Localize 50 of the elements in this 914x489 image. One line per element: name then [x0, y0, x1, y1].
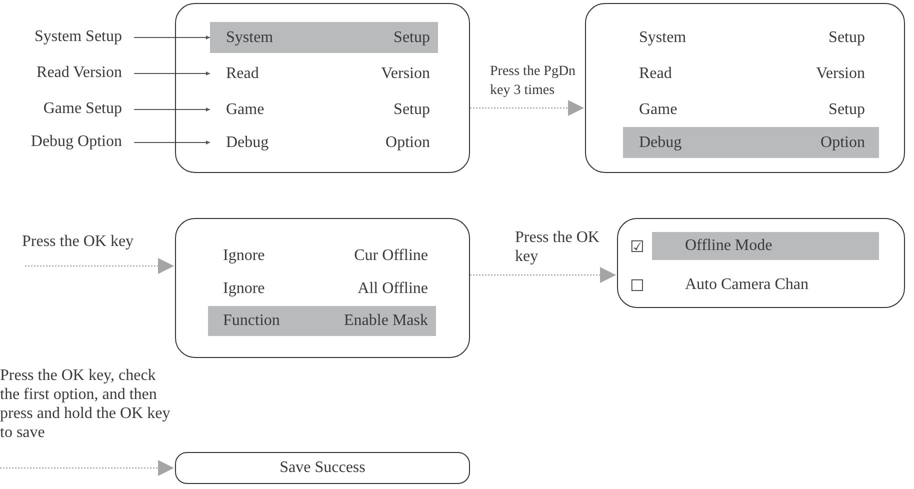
dotted-arrow — [470, 267, 616, 283]
menu-text: Option — [386, 134, 430, 152]
menu-text: System — [639, 28, 686, 46]
checkbox-glyph: ☑ — [630, 236, 646, 258]
menu-text: Option — [820, 134, 865, 152]
menu-text: Ignore — [223, 280, 265, 298]
dotted-arrow — [470, 100, 584, 116]
menu-text: Setup — [828, 100, 865, 118]
menu-text: Game — [226, 100, 264, 118]
pointer-line — [134, 140, 210, 144]
checkbox-glyph: ☐ — [630, 274, 646, 296]
menu-text: Game — [639, 100, 678, 118]
selected-menu-item — [623, 127, 879, 158]
edge-label: Press the PgDn key 3 times — [490, 63, 577, 100]
menu-text: Setup — [394, 100, 430, 118]
menu-text: Setup — [394, 28, 430, 46]
selected-menu-item: Offline Mode — [652, 232, 879, 260]
menu-text: Debug — [226, 134, 269, 152]
edge-label: Press the OK key — [515, 228, 600, 266]
pointer-line — [134, 36, 210, 40]
menu-text: Debug — [639, 134, 682, 152]
menu-label: Read Version — [0, 63, 122, 83]
menu-text: Read — [226, 64, 259, 82]
menu-label: Debug Option — [0, 132, 122, 152]
screen-panel — [617, 218, 905, 308]
message-box: Save Success — [175, 452, 470, 484]
dotted-arrow — [24, 258, 174, 274]
dotted-arrow — [0, 460, 174, 476]
pointer-line — [134, 108, 210, 112]
menu-text: All Offline — [358, 280, 428, 298]
selected-menu-item — [210, 22, 438, 53]
menu-text: Setup — [828, 28, 865, 46]
menu-text: Version — [381, 64, 430, 82]
edge-label: Press the OK key — [22, 232, 135, 251]
menu-text: Enable Mask — [344, 312, 428, 330]
menu-item: Auto Camera Chan — [684, 275, 810, 295]
menu-text: Version — [816, 64, 865, 82]
selected-menu-item — [208, 306, 436, 336]
menu-text: Read — [639, 64, 672, 82]
screen-panel — [585, 3, 905, 173]
menu-text: Function — [223, 312, 280, 330]
menu-text: Cur Offline — [354, 247, 428, 265]
pointer-line — [134, 72, 210, 76]
screen-panel — [175, 3, 470, 173]
menu-label: System Setup — [0, 27, 122, 47]
screen-panel — [175, 218, 470, 358]
menu-text: System — [226, 28, 274, 46]
menu-label: Game Setup — [0, 99, 122, 119]
menu-text: Ignore — [223, 247, 265, 265]
edge-label: Press the OK key, check the first option, and then press and hold the OK key to save — [0, 366, 172, 442]
